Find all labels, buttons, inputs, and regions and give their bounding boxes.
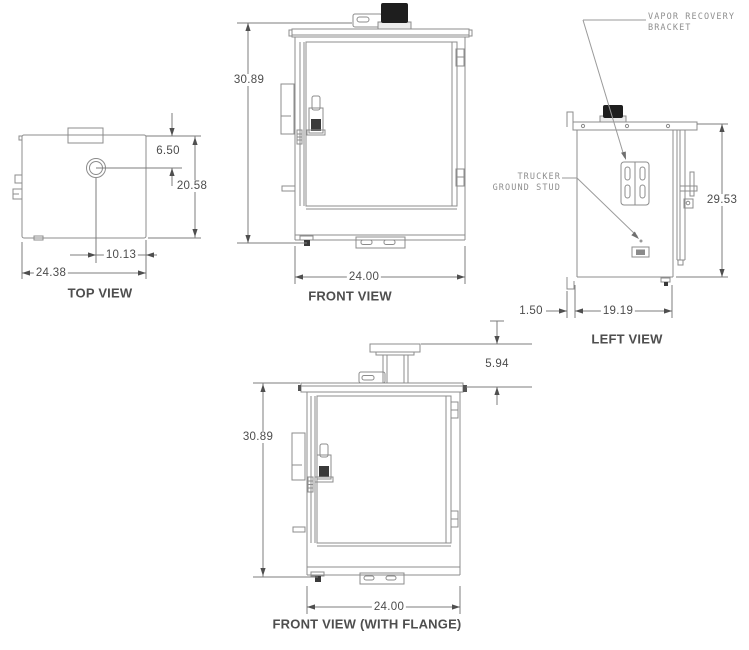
flange-view-mounting-bracket [359, 572, 405, 585]
top-view-bracket [67, 127, 104, 136]
front-view-dim-width: 24.00 [346, 271, 382, 283]
top-view-title: TOP VIEW [67, 285, 133, 301]
top-view-dim-port-from-top: 6.50 [154, 145, 182, 157]
flange-view-door [316, 395, 452, 544]
front-view-title: FRONT VIEW [308, 288, 392, 304]
front-view-dim-height: 30.89 [231, 74, 267, 86]
flange-view-dim-arrows [260, 336, 500, 610]
left-view-dim-arrows [559, 124, 725, 314]
front-view-door-handle [311, 95, 321, 111]
top-view-hinge-clip [14, 174, 22, 184]
left-view-top-plate [572, 121, 698, 131]
left-view-title: LEFT VIEW [591, 331, 663, 347]
top-view-drawing [12, 127, 147, 241]
flange-view-top-plate [300, 382, 464, 393]
top-view-dimensions [21, 113, 201, 279]
front-view-door [305, 41, 458, 207]
left-view-ground-stud [639, 239, 643, 243]
front-view-drawing [280, 3, 473, 249]
flange-view-flange-disk [369, 343, 421, 353]
front-view-dimensions [237, 22, 466, 284]
front-view-top-plate [291, 28, 470, 38]
flange-view-title: FRONT VIEW (WITH FLANGE) [272, 616, 462, 632]
flange-view-dim-height: 30.89 [240, 431, 276, 443]
flange-view-side-pin [292, 526, 306, 533]
flange-view-door-handle [319, 443, 329, 458]
top-view-dim-port-offset: 10.13 [103, 249, 139, 261]
left-view-dim-depth: 19.19 [600, 305, 636, 317]
top-view-dim-overall-width: 24.38 [33, 267, 69, 279]
trucker-ground-stud-label: TRUCKER GROUND STUD [492, 172, 561, 193]
flange-view-vapor-bracket [358, 371, 386, 384]
top-view-cabinet-outline [21, 134, 147, 239]
top-view-dim-overall-depth: 20.58 [174, 180, 210, 192]
flange-view-side-enclosure [291, 432, 306, 481]
left-view-door-handle [689, 171, 695, 197]
left-view-dim-height: 29.53 [704, 194, 740, 206]
top-view-dim-arrows [22, 128, 198, 276]
front-view-mounting-bracket [355, 236, 406, 249]
left-view-bottom-hook [566, 277, 575, 290]
left-view-drawing [566, 105, 698, 290]
flange-view-drawing [291, 343, 467, 585]
left-view-dim-flange-offset: 1.50 [517, 305, 545, 317]
front-view-side-enclosure [280, 83, 295, 135]
front-view-side-pin [281, 185, 296, 192]
front-view-knob [381, 3, 408, 23]
flange-view-dim-width: 24.00 [371, 601, 407, 613]
flange-view-dim-flange-height: 5.94 [483, 358, 511, 370]
left-view-foot [660, 277, 671, 283]
front-view-foot [299, 235, 314, 241]
left-view-leader-lines [562, 19, 646, 239]
left-view-ground-stud-plate [631, 246, 650, 258]
front-view-dim-arrows [245, 23, 465, 280]
left-view-top-hook [566, 111, 574, 127]
left-view-knob [603, 105, 623, 118]
vapor-recovery-bracket-label: VAPOR RECOVERY BRACKET [648, 12, 736, 33]
